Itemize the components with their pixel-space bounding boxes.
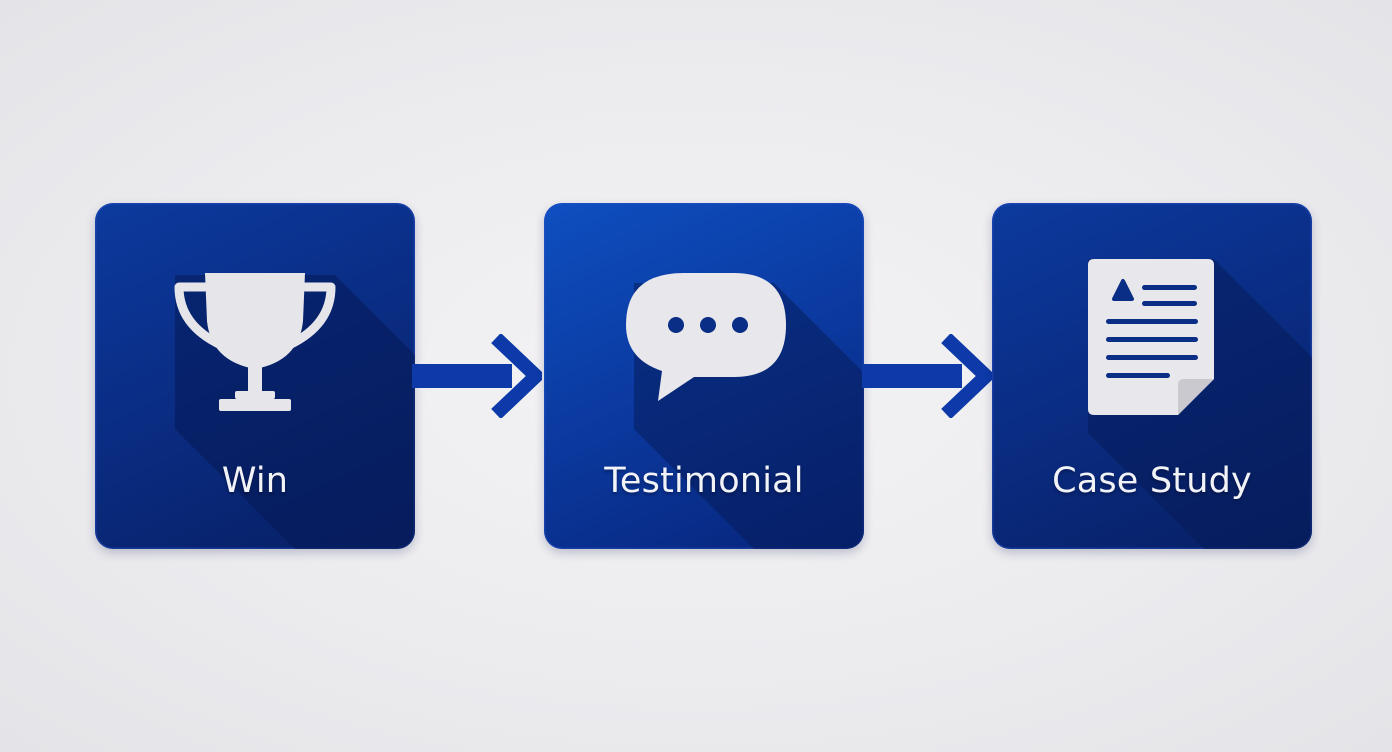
- step-card-win-art: [174, 273, 415, 549]
- step-card-win: Win: [95, 203, 415, 549]
- arrow-right-icon: [862, 334, 992, 418]
- speech-bubble-icon: [626, 273, 786, 401]
- step-card-testimonial-art: [626, 273, 864, 549]
- step-card-case-study-art: [1088, 259, 1312, 549]
- step-card-case-study: Case Study: [992, 203, 1312, 549]
- trophy-icon: [174, 273, 336, 411]
- step-card-testimonial: Testimonial: [544, 203, 864, 549]
- step-label-case-study: Case Study: [1052, 461, 1252, 501]
- step-label-win: Win: [221, 461, 289, 501]
- arrow-right-icon: [412, 334, 542, 418]
- document-icon: [1088, 259, 1214, 415]
- step-label-testimonial: Testimonial: [604, 461, 804, 501]
